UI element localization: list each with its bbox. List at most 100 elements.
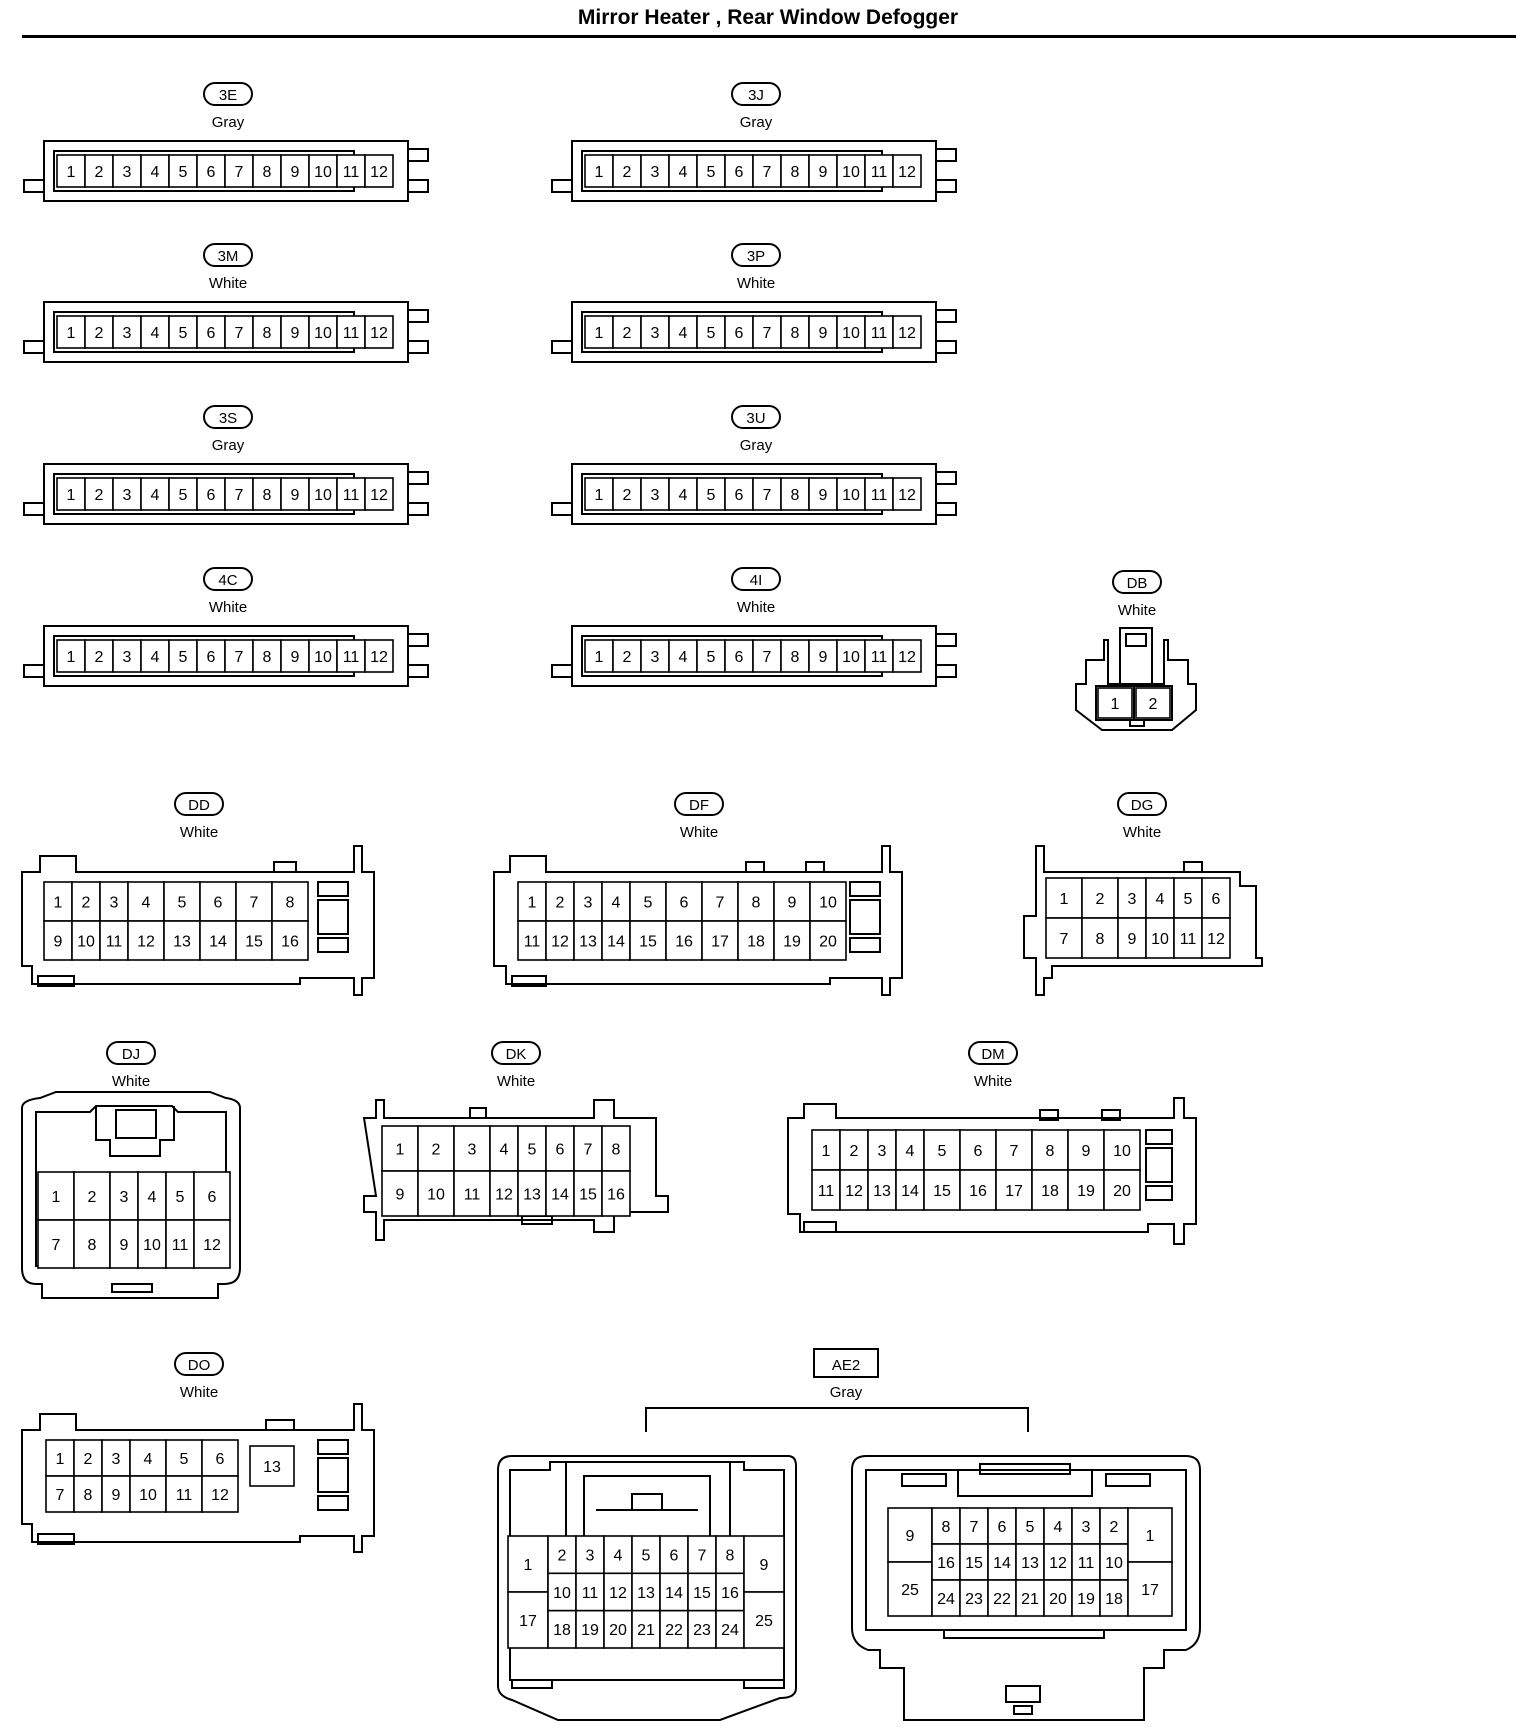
pin-number: 8 xyxy=(942,1519,951,1536)
pin-cavity xyxy=(839,1169,869,1211)
pin-cavity xyxy=(987,1507,1017,1545)
pin-number: 12 xyxy=(370,649,388,666)
pin-number: 7 xyxy=(235,649,244,666)
housing-outline xyxy=(551,502,573,516)
pin-number: 10 xyxy=(842,649,860,666)
pin-number: 1 xyxy=(1060,891,1069,908)
connector-color: White xyxy=(497,1073,535,1090)
pin-number: 14 xyxy=(607,933,625,950)
pin-cell: 3 xyxy=(640,315,670,349)
pin-cell: 4 xyxy=(129,1439,167,1477)
pin-number: 5 xyxy=(179,487,188,504)
pin-number: 9 xyxy=(819,325,828,342)
pin-cell: 10 xyxy=(836,639,866,673)
pin-cavity xyxy=(923,1169,961,1211)
pin-number: 12 xyxy=(1049,1555,1067,1572)
pin-number: 1 xyxy=(67,164,76,181)
pin-cell: 4 xyxy=(137,1171,167,1221)
pin-number: 11 xyxy=(106,933,123,950)
connector-color: Gray xyxy=(212,114,245,131)
pin-cavity xyxy=(109,1171,139,1221)
housing-outline xyxy=(115,1109,157,1139)
pin-cell: 6 xyxy=(199,881,237,922)
pin-cavity xyxy=(892,477,922,511)
pin-number: 2 xyxy=(623,649,632,666)
pin-cell: 7 xyxy=(752,154,782,188)
pin-number: 12 xyxy=(211,1487,229,1504)
pin-cell: 3 xyxy=(112,477,142,511)
pin-cavity xyxy=(715,1535,745,1575)
pin-cell: 18 xyxy=(1031,1169,1069,1211)
housing-outline xyxy=(849,937,881,953)
pin-number: 2 xyxy=(623,487,632,504)
pin-cavity xyxy=(517,1170,547,1217)
pin-number: 9 xyxy=(1082,1143,1091,1160)
pin-cell: 7 xyxy=(752,639,782,673)
pin-cavity xyxy=(193,1171,231,1221)
pin-cell: 2 xyxy=(73,1171,111,1221)
housing-outline xyxy=(23,179,45,193)
pin-cavity xyxy=(864,154,894,188)
pin-cell: 1 xyxy=(811,1129,841,1171)
pin-number: 7 xyxy=(763,325,772,342)
housing-outline xyxy=(407,309,429,323)
pin-cell: 7 xyxy=(224,639,254,673)
pin-number: 8 xyxy=(263,649,272,666)
pin-cavity xyxy=(453,1170,491,1217)
pin-cavity xyxy=(895,1169,925,1211)
pin-cavity xyxy=(517,920,547,961)
pin-number: 23 xyxy=(693,1622,711,1639)
pin-number: 3 xyxy=(878,1143,887,1160)
pin-cavity xyxy=(809,920,847,961)
pin-cell: 6 xyxy=(724,639,754,673)
pin-cell: 5 xyxy=(165,1171,195,1221)
pin-number: 20 xyxy=(609,1622,627,1639)
pin-cell: 12 xyxy=(364,315,394,349)
connector-color: Gray xyxy=(740,437,773,454)
pin-cavity xyxy=(364,154,394,188)
pin-number: 11 xyxy=(464,1186,481,1203)
housing-outline xyxy=(1105,1473,1151,1487)
connector-color: White xyxy=(737,599,775,616)
pin-cell: 6 xyxy=(724,154,754,188)
pin-number: 5 xyxy=(1184,891,1193,908)
pin-cavity xyxy=(224,477,254,511)
pin-cell: 1 xyxy=(56,315,86,349)
housing-outline xyxy=(407,471,429,485)
pin-cell: 5 xyxy=(1173,877,1203,919)
pin-number: 10 xyxy=(842,164,860,181)
pin-cell: 12 xyxy=(1201,917,1231,959)
pin-cavity xyxy=(631,1572,661,1612)
pin-cell: 23 xyxy=(959,1579,989,1617)
housing-outline xyxy=(497,1455,797,1721)
pin-cavity xyxy=(489,1170,519,1217)
pin-number: 3 xyxy=(651,164,660,181)
housing-outline xyxy=(1145,1129,1173,1145)
pin-number: 10 xyxy=(77,933,95,950)
connector-code-badge xyxy=(674,792,724,816)
pin-number: 10 xyxy=(314,487,332,504)
pin-cell: 10 xyxy=(71,920,101,961)
pin-number: 7 xyxy=(235,164,244,181)
pin-number: 17 xyxy=(1005,1183,1023,1200)
pin-cavity xyxy=(836,315,866,349)
pin-number: 7 xyxy=(52,1237,61,1254)
pin-cell: 7 xyxy=(752,477,782,511)
pin-cavity xyxy=(127,881,165,922)
pin-cell: 6 xyxy=(724,315,754,349)
pin-number: 7 xyxy=(235,325,244,342)
pin-cell: 11 xyxy=(811,1169,841,1211)
pin-number: 9 xyxy=(54,933,63,950)
housing-outline xyxy=(511,1679,553,1689)
pin-cell: 16 xyxy=(715,1572,745,1612)
pin-cell: 12 xyxy=(892,477,922,511)
pin-cavity xyxy=(773,881,811,922)
pin-cavity xyxy=(696,477,726,511)
pin-cell: 9 xyxy=(1117,917,1147,959)
pin-cavity xyxy=(417,1125,455,1172)
pin-number: 5 xyxy=(179,325,188,342)
pin-number: 19 xyxy=(1077,1183,1095,1200)
